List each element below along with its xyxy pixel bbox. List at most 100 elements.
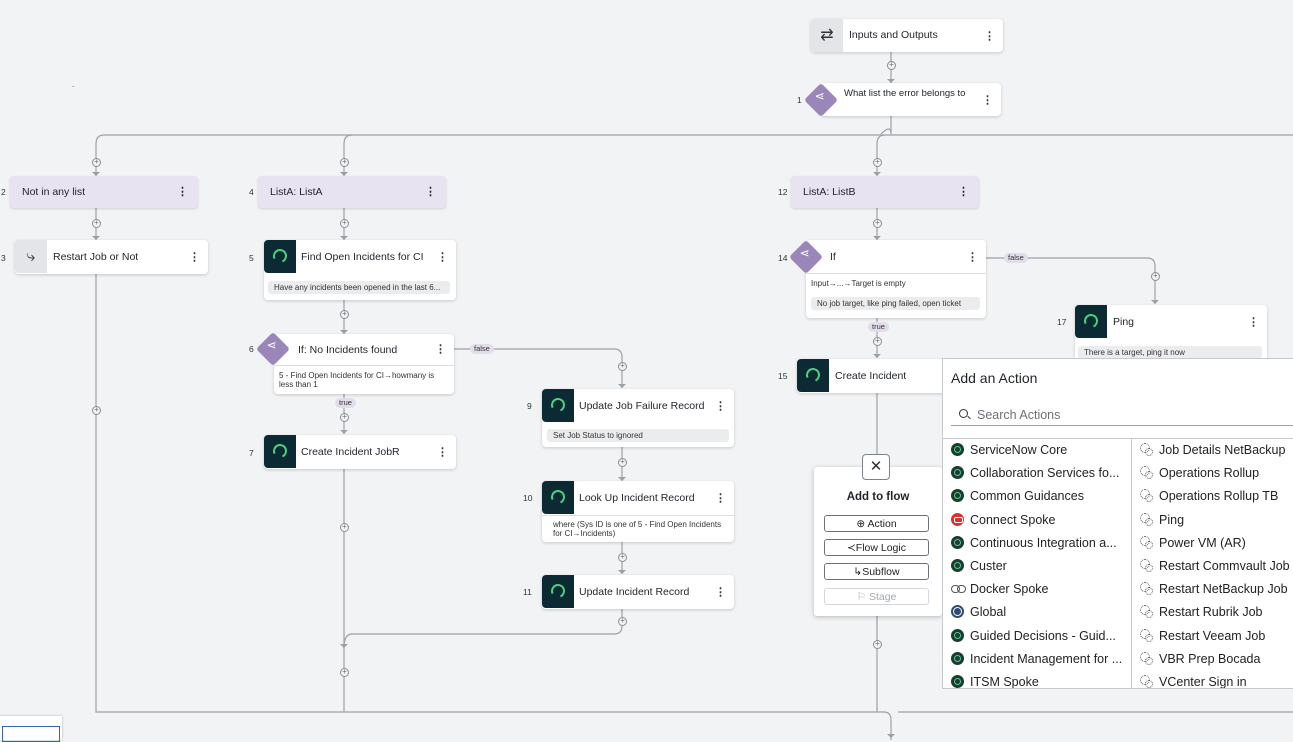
action-item-label: Operations Rollup TB [1159,489,1279,504]
step-number: 2 [1,187,6,197]
spoke-item[interactable]: Connect Spoke [951,512,1129,531]
step-number: 1 [797,95,802,105]
action-item[interactable]: Restart Rubrik Job [1140,605,1293,623]
add-step-plus[interactable]: + [340,523,349,532]
step-if-no-incidents-found[interactable]: If: No Incidents found ⋮ 5 - Find Open I… [274,334,454,394]
spoke-item[interactable]: Incident Management for ... [951,651,1129,670]
minimap[interactable] [0,716,62,742]
spoke-item[interactable]: ServiceNow Core [951,443,1129,461]
action-item[interactable]: Job Details NetBackup [1140,443,1293,461]
add-step-plus[interactable]: + [873,219,882,228]
more-options-icon[interactable]: ⋮ [715,586,726,599]
add-step-plus[interactable]: + [618,617,627,626]
more-options-icon[interactable]: ⋮ [967,251,978,264]
spoke-item[interactable]: Custer [951,559,1129,577]
close-icon[interactable]: ✕ [862,454,890,480]
add-step-plus[interactable]: + [618,458,627,467]
lane-listb[interactable]: ListA: ListB ⋮ [791,176,979,208]
spoke-item[interactable]: Docker Spoke [951,582,1129,600]
step-number: 14 [778,253,788,263]
lane-not-in-any-list[interactable]: Not in any list ⋮ [10,176,198,208]
servicenow-icon [951,466,964,480]
add-subflow-button[interactable]: ↳Subflow [824,563,929,580]
more-options-icon[interactable]: ⋮ [189,251,200,264]
add-flow-logic-button[interactable]: ≺Flow Logic [824,539,929,556]
action-item[interactable]: Power VM (AR) [1140,535,1293,554]
lane-lista[interactable]: ListA: ListA ⋮ [258,176,446,208]
step-label: Find Open Incidents for CI [301,251,424,263]
add-step-plus[interactable]: + [92,219,101,228]
add-step-plus[interactable]: + [340,158,349,167]
action-item[interactable]: Ping [1140,512,1293,531]
add-flow-logic-label: Flow Logic [855,542,906,554]
action-item[interactable]: VCenter Sign in [1140,675,1293,688]
more-options-icon[interactable]: ⋮ [715,400,726,413]
add-step-plus[interactable]: + [92,158,101,167]
gears-icon [1140,605,1153,619]
more-options-icon[interactable]: ⋮ [437,446,448,459]
more-options-icon[interactable]: ⋮ [437,251,448,264]
more-options-icon[interactable]: ⋮ [984,30,995,42]
add-step-plus[interactable]: + [873,337,882,346]
add-step-plus[interactable]: + [887,61,896,70]
spoke-item[interactable]: Guided Decisions - Guid... [951,628,1129,647]
inputs-outputs-card[interactable]: ⇄ Inputs and Outputs ⋮ [811,19,1003,52]
step-label: Restart Job or Not [53,251,139,263]
more-options-icon[interactable]: ⋮ [982,94,993,106]
servicenow-action-icon [797,359,829,392]
action-item[interactable]: Restart Commvault Job [1140,559,1293,577]
spoke-item[interactable]: Common Guidances [951,489,1129,507]
step-update-job-failure-record[interactable]: Update Job Failure Record ⋮ Set Job Stat… [542,389,734,447]
spoke-item[interactable]: ITSM Spoke [951,675,1129,688]
add-step-plus[interactable]: + [618,362,627,371]
search-actions-input[interactable] [975,403,1279,427]
step-find-open-incidents[interactable]: Find Open Incidents for CI ⋮ Have any in… [264,240,456,300]
more-options-icon[interactable]: ⋮ [958,186,969,198]
add-stage-button[interactable]: ⚐ Stage [824,588,929,605]
gears-icon [1140,675,1153,688]
add-step-plus[interactable]: + [873,640,882,649]
step-create-incident[interactable]: Create Incident [797,359,957,393]
more-options-icon[interactable]: ⋮ [1248,316,1259,329]
add-step-plus[interactable]: + [873,158,882,167]
add-action-panel: Add an Action ServiceNow CoreCollaborati… [942,358,1293,689]
add-step-plus[interactable]: + [340,413,349,422]
servicenow-action-icon [1075,305,1107,338]
step-update-incident-record[interactable]: Update Incident Record ⋮ [542,575,734,609]
step-number: 15 [778,371,788,381]
add-to-flow-title: Add to flow [846,491,910,503]
more-options-icon[interactable]: ⋮ [435,343,446,356]
add-step-plus[interactable]: + [618,553,627,562]
action-item[interactable]: Operations Rollup [1140,466,1293,484]
more-options-icon[interactable]: ⋮ [715,492,726,505]
action-item[interactable]: Operations Rollup TB [1140,489,1293,507]
servicenow-action-icon [542,481,574,514]
gears-icon [1140,443,1153,456]
spoke-item[interactable]: Collaboration Services fo... [951,466,1129,484]
step-number: 4 [249,187,254,197]
step-look-up-incident-record[interactable]: Look Up Incident Record ⋮ where (Sys ID … [542,481,734,542]
add-step-plus[interactable]: + [340,310,349,319]
more-options-icon[interactable]: ⋮ [177,186,188,198]
add-step-plus[interactable]: + [340,219,349,228]
step-condition: Input→...→Target is empty [811,279,906,288]
add-step-plus[interactable]: + [92,406,101,415]
add-action-button[interactable]: ⊕ Action [824,515,929,532]
action-item[interactable]: VBR Prep Bocada [1140,651,1293,670]
more-options-icon[interactable]: ⋮ [425,186,436,198]
step-if-target-empty[interactable]: If ⋮ Input→...→Target is empty No job ta… [806,240,986,318]
step-restart-job-or-not[interactable]: ⤷ Restart Job or Not ⋮ [15,240,208,274]
step-label: Ping [1113,316,1135,328]
spoke-item[interactable]: Global [951,605,1129,623]
action-item[interactable]: Restart NetBackup Job [1140,582,1293,600]
top-decision-card[interactable]: What list the error belongs to ⋮ [820,83,1001,116]
add-step-plus[interactable]: + [1151,272,1160,281]
step-ping[interactable]: Ping ⋮ There is a target, ping it now [1075,305,1267,361]
action-item[interactable]: Restart Veeam Job [1140,628,1293,647]
spoke-item[interactable]: Continuous Integration a... [951,535,1129,554]
add-step-plus[interactable]: + [340,668,349,677]
step-create-incident-jobr[interactable]: Create Incident JobR ⋮ [264,435,456,469]
